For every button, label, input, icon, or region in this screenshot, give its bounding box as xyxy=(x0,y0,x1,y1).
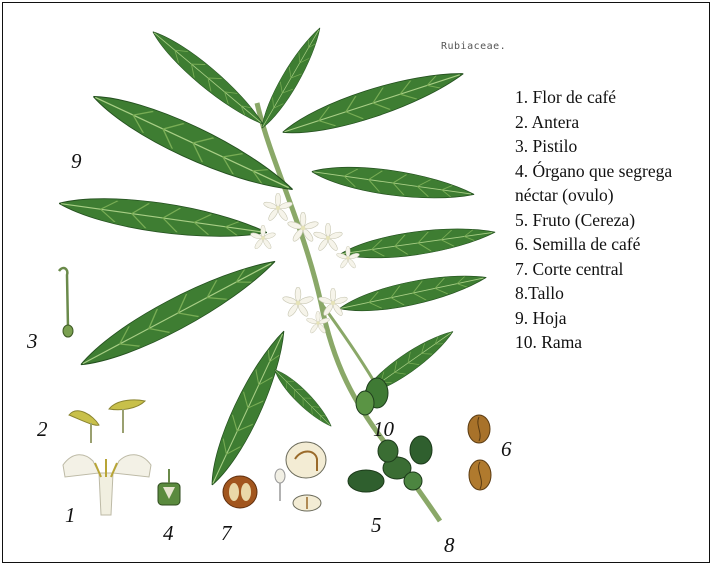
legend-item: 2. Antera xyxy=(515,110,672,135)
callout-8: 8 xyxy=(444,533,455,558)
callout-6: 6 xyxy=(501,437,512,462)
callout-3: 3 xyxy=(27,329,38,354)
legend-item: 9. Hoja xyxy=(515,306,672,331)
legend-item: 4. Órgano que segrega xyxy=(515,159,672,184)
legend-item: 6. Semilla de café xyxy=(515,232,672,257)
legend-list: 1. Flor de café 2. Antera 3. Pistilo 4. … xyxy=(515,85,672,355)
callout-7: 7 xyxy=(221,521,232,546)
callout-10: 10 xyxy=(373,417,394,442)
callout-4: 4 xyxy=(163,521,174,546)
legend-item: 3. Pistilo xyxy=(515,134,672,159)
legend-item: 8.Tallo xyxy=(515,281,672,306)
callout-5: 5 xyxy=(371,513,382,538)
plate-caption: Rubiaceae. xyxy=(441,41,506,52)
legend-item: 5. Fruto (Cereza) xyxy=(515,208,672,233)
legend-item: 7. Corte central xyxy=(515,257,672,282)
callout-1: 1 xyxy=(65,503,76,528)
callout-9: 9 xyxy=(71,149,82,174)
legend-item: néctar (ovulo) xyxy=(515,183,672,208)
legend-item: 1. Flor de café xyxy=(515,85,672,110)
legend-item: 10. Rama xyxy=(515,330,672,355)
callout-2: 2 xyxy=(37,417,48,442)
